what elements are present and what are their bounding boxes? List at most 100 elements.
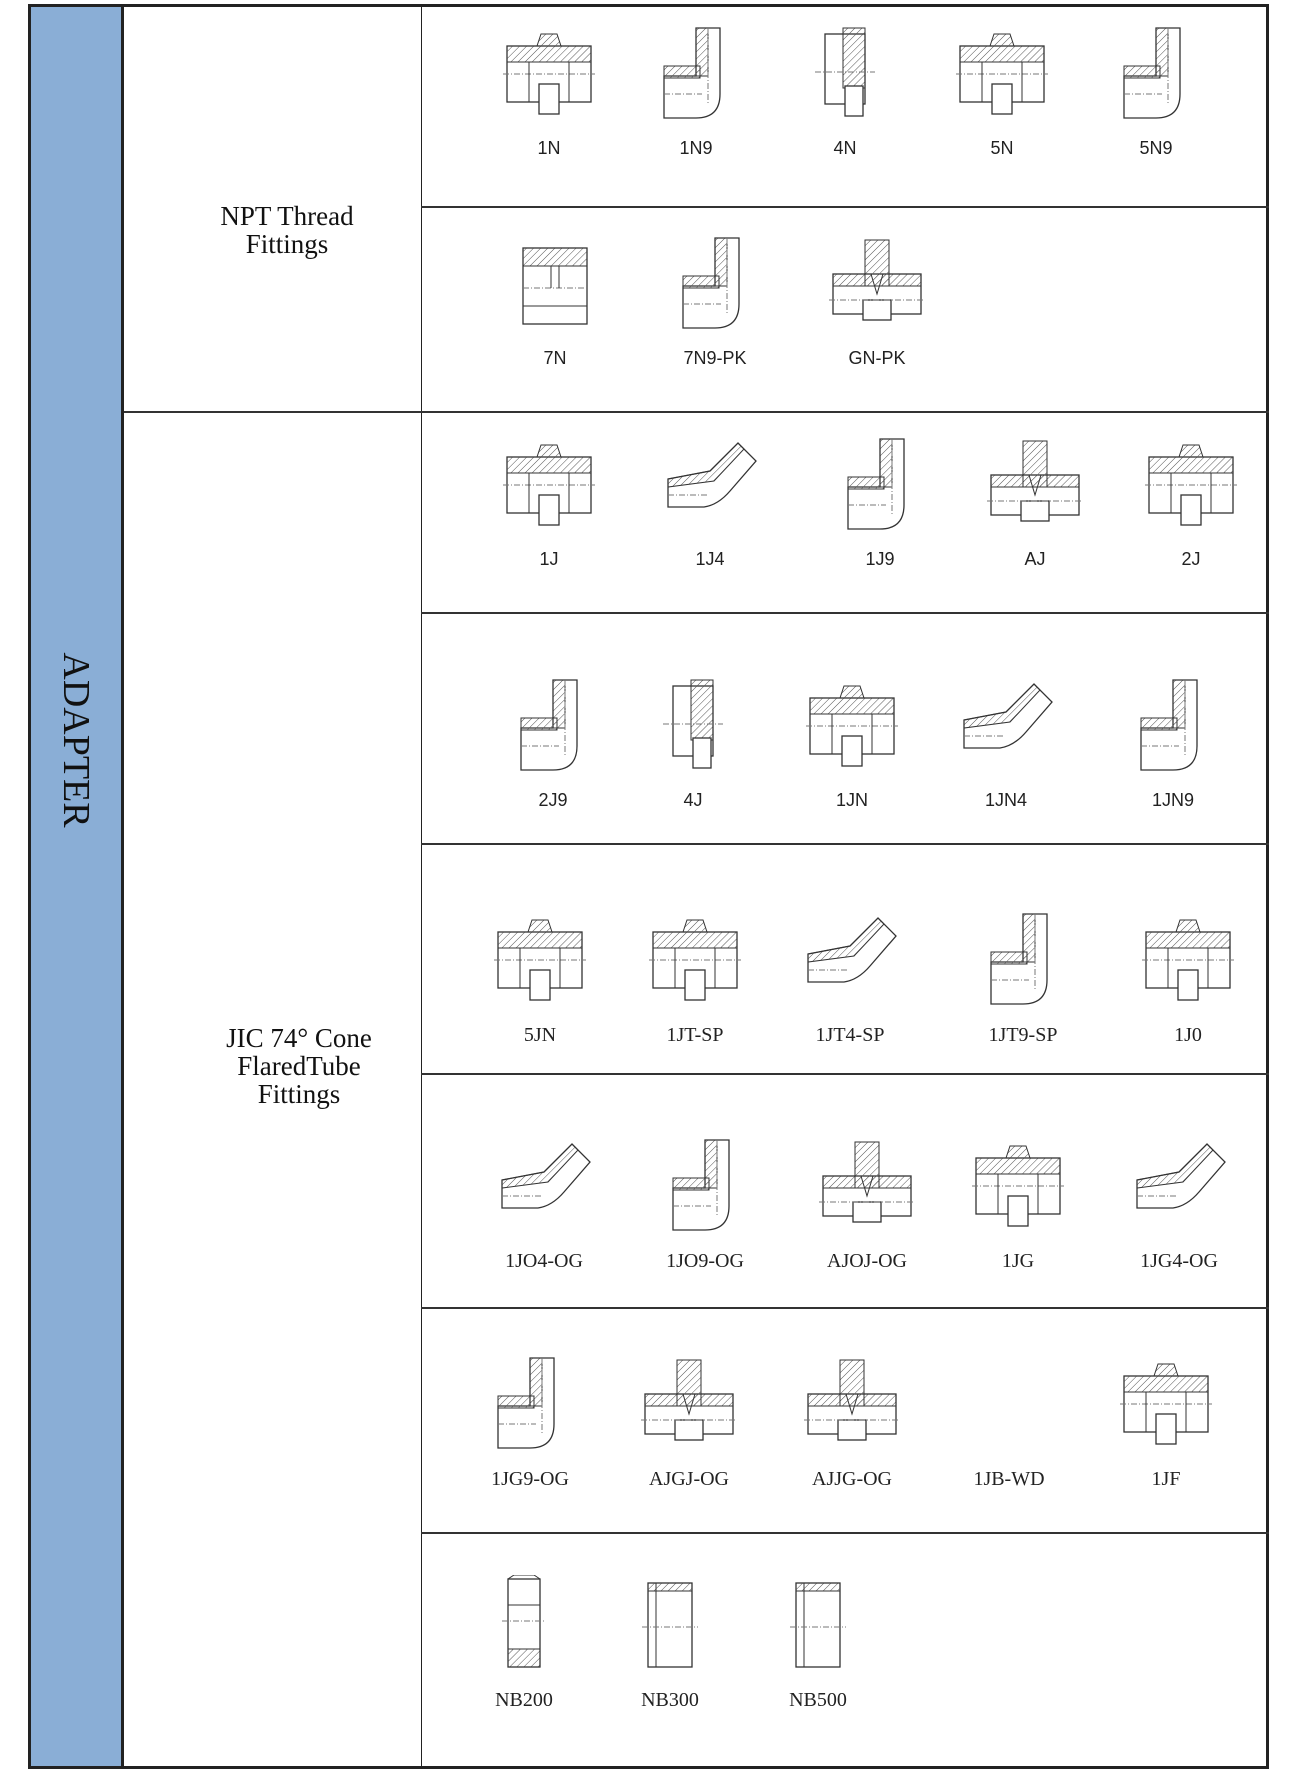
plug-fitting-icon	[815, 27, 875, 117]
straight-fitting-icon	[956, 33, 1048, 115]
fitting-item: AJJG-OG	[802, 1354, 902, 1491]
fitting-code: 5N	[990, 138, 1014, 158]
fitting-item: 1JN9	[1123, 676, 1223, 811]
fitting-item: 5JN	[490, 910, 590, 1047]
fitting-code: 1JG9-OG	[491, 1468, 569, 1490]
row-divider	[421, 1307, 1269, 1309]
section-title-line: JIC 74° Cone	[226, 1023, 372, 1053]
fitting-item: 1JN4	[956, 676, 1056, 811]
fitting-code: NB300	[641, 1689, 699, 1711]
fitting-code: 7N9-PK	[683, 348, 747, 368]
fitting-code: 1JN9	[1151, 790, 1195, 810]
fitting-code: 2J9	[538, 790, 568, 810]
fitting-code: 1JO4-OG	[505, 1250, 583, 1272]
row-divider	[421, 206, 1269, 208]
fitting-item: 1JB-WD	[959, 1354, 1059, 1491]
fitting-item: 4J	[643, 676, 743, 811]
fitting-code: 1JT9-SP	[988, 1024, 1058, 1046]
fitting-code: AJJG-OG	[812, 1468, 892, 1490]
fitting-item: NB200	[474, 1575, 574, 1712]
fitting-code: 4J	[683, 790, 703, 810]
fitting-item: 1JG9-OG	[480, 1354, 580, 1491]
fitting-code: NB500	[789, 1689, 847, 1711]
tee-fitting-icon	[641, 1359, 737, 1441]
fitting-code: 1JT-SP	[666, 1024, 724, 1046]
fitting-code: 1J4	[695, 549, 725, 569]
fitting-item: 1J4	[660, 435, 760, 570]
fitting-code: AJGJ-OG	[649, 1468, 729, 1490]
blank-fitting-icon	[959, 1354, 1059, 1454]
fitting-item: NB500	[768, 1575, 868, 1712]
fitting-item: 1JF	[1116, 1354, 1216, 1491]
fitting-item: 1JG	[968, 1136, 1068, 1273]
fitting-item: 5N9	[1106, 24, 1206, 159]
fitting-code: 1N	[537, 138, 561, 158]
section-title-jic: JIC 74° Cone FlaredTube Fittings	[226, 1024, 372, 1108]
fitting-code: AJ	[1024, 549, 1046, 569]
fitting-item: 1JT4-SP	[800, 910, 900, 1047]
straight-fitting-icon	[1142, 919, 1234, 1001]
fitting-item: NB300	[620, 1575, 720, 1712]
elbow45-fitting-icon	[963, 683, 1053, 749]
catalog-table	[28, 4, 1269, 1769]
elbow-fitting-icon	[1123, 27, 1181, 119]
elbow45-fitting-icon	[807, 917, 897, 983]
elbow-fitting-icon	[990, 913, 1048, 1005]
elbow45-fitting-icon	[667, 442, 757, 508]
fitting-item: 2J	[1141, 435, 1241, 570]
elbow-fitting-icon	[1140, 679, 1198, 771]
elbow-fitting-icon	[663, 27, 721, 119]
tee-fitting-icon	[819, 1141, 915, 1223]
fitting-code: 1JF	[1151, 1468, 1181, 1490]
fitting-code: 1JG	[1001, 1250, 1035, 1272]
row-divider	[421, 612, 1269, 614]
fitting-code: 1JG4-OG	[1140, 1250, 1218, 1272]
fitting-item: AJGJ-OG	[639, 1354, 739, 1491]
fitting-code: GN-PK	[848, 348, 906, 368]
plug-fitting-icon	[663, 679, 723, 769]
straight-fitting-icon	[1120, 1363, 1212, 1445]
fitting-item: 1JT9-SP	[973, 910, 1073, 1047]
section-title-npt: NPT Thread Fittings	[220, 202, 353, 258]
elbow-fitting-icon	[682, 237, 740, 329]
fitting-item: AJ	[985, 435, 1085, 570]
elbow-fitting-icon	[672, 1139, 730, 1231]
nut-fitting-icon	[502, 1575, 546, 1668]
fitting-item: 7N9-PK	[665, 234, 765, 369]
straight-fitting-icon	[649, 919, 741, 1001]
fitting-code: 2J	[1181, 549, 1201, 569]
elbow45-fitting-icon	[501, 1143, 591, 1209]
straight-fitting-icon	[503, 33, 595, 115]
fitting-code: 1N9	[679, 138, 713, 158]
tee-fitting-icon	[804, 1359, 900, 1441]
fitting-code: 1J	[539, 549, 559, 569]
section-title-line: Fittings	[245, 229, 329, 259]
elbow-fitting-icon	[847, 438, 905, 530]
fitting-code: 1JO9-OG	[666, 1250, 744, 1272]
fitting-item: 2J9	[503, 676, 603, 811]
fitting-item: 1N9	[646, 24, 746, 159]
fitting-code: 1JT4-SP	[815, 1024, 885, 1046]
fitting-item: 5N	[952, 24, 1052, 159]
elbow-fitting-icon	[497, 1357, 555, 1449]
straight-fitting-icon	[494, 919, 586, 1001]
fitting-code: 4N	[833, 138, 857, 158]
elbow-fitting-icon	[520, 679, 578, 771]
sleeve-fitting-icon	[790, 1582, 846, 1668]
fitting-item: 1J9	[830, 435, 930, 570]
straight-fitting-icon	[1145, 444, 1237, 526]
tee-fitting-icon	[987, 440, 1083, 522]
fitting-item: 1J	[499, 435, 599, 570]
fitting-code: 7N	[543, 348, 567, 368]
row-divider	[421, 843, 1269, 845]
coupling-fitting-icon	[522, 247, 588, 325]
fitting-item: 1JT-SP	[645, 910, 745, 1047]
fitting-item: 1JN	[802, 676, 902, 811]
fitting-code: 5N9	[1139, 138, 1173, 158]
fitting-item: AJOJ-OG	[817, 1136, 917, 1273]
fitting-code: 1J9	[865, 549, 895, 569]
section-title-line: FlaredTube	[237, 1051, 361, 1081]
fitting-code: 1JN	[835, 790, 868, 810]
category-sidebar	[28, 4, 124, 1769]
fitting-item: 7N	[505, 234, 605, 369]
